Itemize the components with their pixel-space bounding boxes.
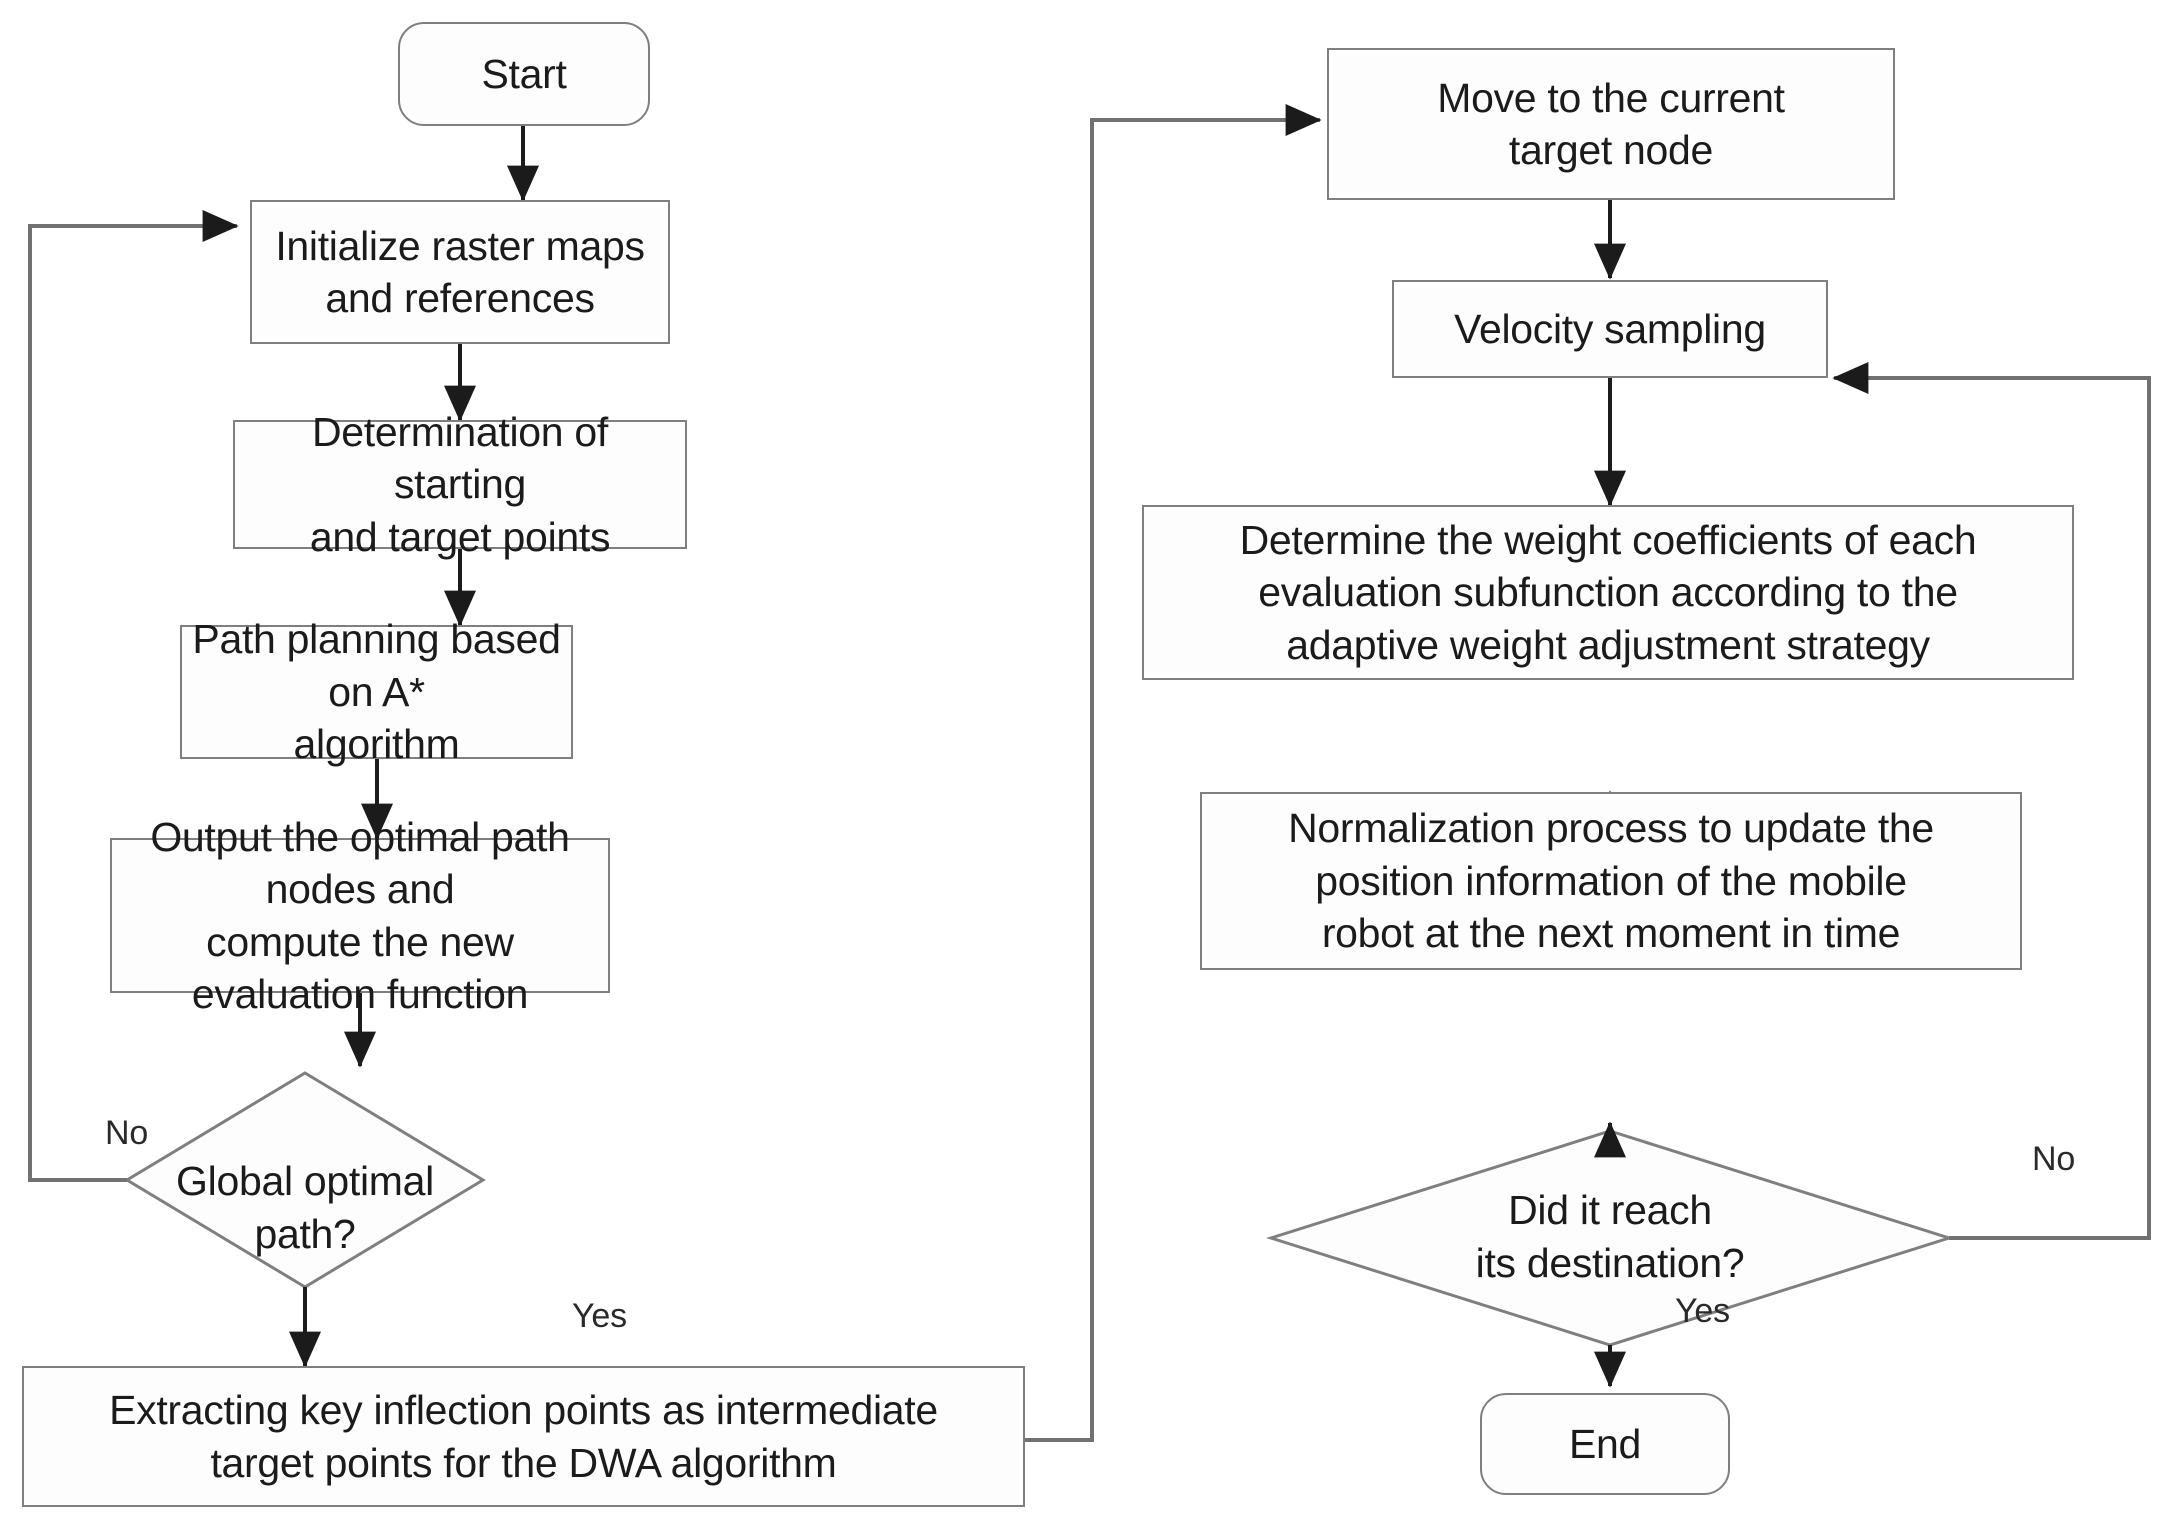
- node-determine-weight-coefficients[interactable]: Determine the weight coefficients of eac…: [1142, 505, 2074, 680]
- node-reach-destination[interactable]: [1271, 1131, 1949, 1345]
- node-end-label: End: [1568, 1420, 1642, 1467]
- node-start-label: Start: [481, 50, 567, 97]
- node-determine-weight-coefficients-label: Determine the weight coefficients of eac…: [1239, 516, 1977, 668]
- node-normalization-process[interactable]: Normalization process to update the posi…: [1200, 792, 2022, 970]
- edge-label-reach-destination-no: No: [2032, 1140, 2076, 1178]
- node-start[interactable]: Start: [398, 22, 650, 126]
- node-global-optimal-path[interactable]: [127, 1073, 483, 1287]
- node-path-planning-astar-label: Path planning based on A* algorithm: [192, 616, 561, 768]
- node-move-to-current-target[interactable]: Move to the current target node: [1327, 48, 1895, 200]
- edge-label-global-optimal-yes: Yes: [572, 1297, 627, 1335]
- node-velocity-sampling-label: Velocity sampling: [1454, 305, 1766, 352]
- node-initialize-raster-maps[interactable]: Initialize raster maps and references: [250, 200, 670, 344]
- node-initialize-raster-maps-label: Initialize raster maps and references: [275, 222, 645, 321]
- node-velocity-sampling[interactable]: Velocity sampling: [1392, 280, 1828, 378]
- node-output-optimal-path-label: Output the optimal path nodes and comput…: [150, 813, 570, 1017]
- node-move-to-current-target-label: Move to the current target node: [1437, 74, 1785, 173]
- node-end[interactable]: End: [1480, 1393, 1730, 1495]
- node-path-planning-astar[interactable]: Path planning based on A* algorithm: [180, 616, 573, 767]
- node-extracting-inflection-points-label: Extracting key inflection points as inte…: [109, 1387, 938, 1486]
- node-extracting-inflection-points[interactable]: Extracting key inflection points as inte…: [22, 1366, 1025, 1507]
- edge-label-reach-destination-yes: Yes: [1675, 1292, 1730, 1330]
- node-determination-of-points-label: Determination of starting and target poi…: [309, 408, 611, 560]
- node-output-optimal-path[interactable]: Output the optimal path nodes and comput…: [110, 814, 610, 1017]
- node-normalization-process-label: Normalization process to update the posi…: [1288, 805, 1934, 957]
- edge-label-global-optimal-no: No: [105, 1114, 149, 1152]
- node-determination-of-points[interactable]: Determination of starting and target poi…: [233, 409, 687, 560]
